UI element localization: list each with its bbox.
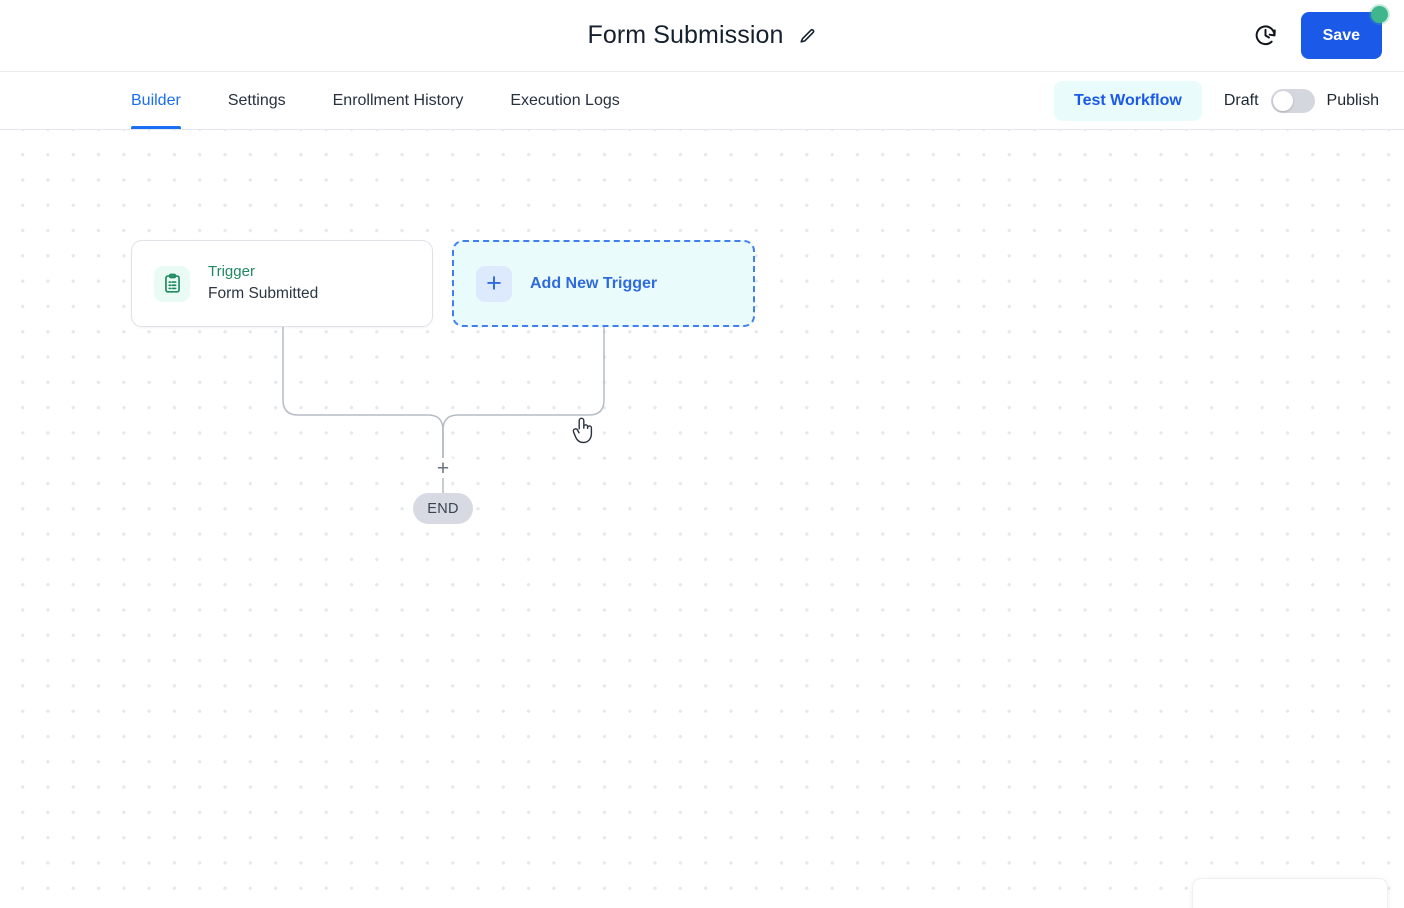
top-bar: Form Submission Save	[0, 0, 1404, 72]
clock-history-icon[interactable]	[1249, 19, 1283, 53]
toggle-knob	[1272, 90, 1293, 111]
minimap[interactable]	[1192, 878, 1388, 908]
title-area: Form Submission	[0, 0, 1404, 71]
publish-toggle-group: Draft Publish	[1223, 88, 1379, 113]
node-add-new-trigger[interactable]: + Add New Trigger	[452, 240, 755, 327]
end-node: END	[413, 493, 473, 524]
tab-enrollment-history[interactable]: Enrollment History	[332, 91, 464, 109]
tab-execution-logs[interactable]: Execution Logs	[510, 91, 620, 109]
tab-list: Builder Settings Enrollment History Exec…	[131, 72, 620, 129]
plus-glyph: +	[486, 268, 502, 298]
publish-toggle[interactable]	[1270, 88, 1315, 113]
add-new-trigger-label: Add New Trigger	[530, 274, 658, 292]
plus-icon: +	[476, 265, 512, 302]
page-title: Form Submission	[587, 21, 784, 49]
node-trigger[interactable]: Trigger Form Submitted	[131, 240, 433, 327]
pencil-icon[interactable]	[798, 26, 817, 45]
save-button-wrapper: Save	[1300, 6, 1388, 59]
tab-settings[interactable]: Settings	[227, 91, 286, 109]
top-bar-actions: Save	[1249, 0, 1388, 71]
tab-builder[interactable]: Builder	[131, 72, 181, 129]
unsaved-changes-dot	[1371, 6, 1388, 23]
workflow-canvas[interactable]: Trigger Form Submitted + Add New Trigger…	[0, 130, 1404, 908]
save-button[interactable]: Save	[1300, 12, 1382, 59]
test-workflow-button[interactable]: Test Workflow	[1053, 80, 1202, 121]
node-trigger-kind: Trigger	[208, 263, 255, 281]
tab-bar-actions: Test Workflow Draft Publish	[1053, 72, 1379, 129]
draft-label: Draft	[1223, 91, 1259, 109]
publish-label: Publish	[1326, 91, 1379, 109]
edge-connectors	[282, 327, 605, 494]
add-step-button[interactable]: +	[433, 458, 453, 479]
tab-bar: Builder Settings Enrollment History Exec…	[0, 72, 1404, 130]
node-trigger-text: Trigger Form Submitted	[208, 264, 318, 302]
node-trigger-name: Form Submitted	[208, 284, 319, 302]
clipboard-form-icon	[154, 265, 190, 302]
